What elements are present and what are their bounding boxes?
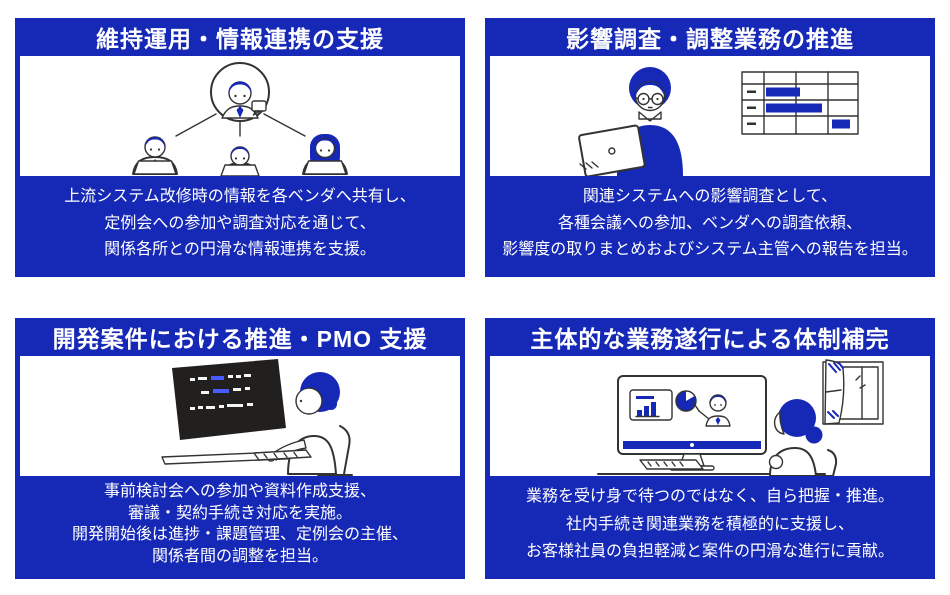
card-description: 上流システム改修時の情報を各ベンダへ共有し、 定例会への参加や調査対応を通じて、… [15,176,465,277]
illustration-panel [490,356,930,476]
description-line: 各種会議への参加、ベンダへの調査依頼、 [557,214,862,232]
card-description: 事前検討会への参加や資料作成支援、 審議・契約手続き対応を実施。 開発開始後は進… [15,476,465,579]
card-description: 関連システムへの影響調査として、 各種会議への参加、ベンダへの調査依頼、 影響度… [485,176,935,277]
team-video-call-illustration [132,62,348,176]
card-title: 維持運用・情報連携の支援 [96,26,384,52]
developer-at-code-screen-illustration [161,359,353,476]
card-maintenance-support: 維持運用・情報連携の支援 [15,18,465,277]
description-line: お客様社員の負担軽減と案件の円滑な進行に貢献。 [525,542,894,560]
description-line: 事前検討会への参加や資料作成支援、 [103,482,376,500]
card-title: 主体的な業務遂行による体制補完 [530,326,890,352]
card-description: 業務を受け身で待つのではなく、自ら把握・推進。 社内手続き関連業務を積極的に支援… [485,476,935,579]
description-line: 定例会への参加や調査対応を通じて、 [104,214,376,232]
illustration-panel [20,56,460,176]
card-title: 開発案件における推進・PMO 支援 [52,326,428,352]
description-line: 関係各所との円滑な情報連携を支援。 [104,241,376,259]
illustration-panel [490,56,930,176]
description-line: 影響度の取りまとめおよびシステム主管への報告を担当。 [502,241,918,259]
description-line: 審議・契約手続き対応を実施。 [127,504,352,522]
description-line: 上流システム改修時の情報を各ベンダへ共有し、 [64,187,416,205]
description-line: 関連システムへの影響調査として、 [582,187,838,205]
analyst-with-laptop-and-gantt-illustration [578,67,859,176]
illustration-panel [20,356,460,476]
card-impact-survey: 影響調査・調整業務の推進 [485,18,935,277]
description-line: 社内手続き関連業務を積極的に支援し、 [565,515,854,533]
description-line: 業務を受け身で待つのではなく、自ら把握・推進。 [525,488,894,506]
card-proactive-support: 主体的な業務遂行による体制補完 [485,318,935,579]
description-line: 開発開始後は進捗・課題管理、定例会の主催、 [71,526,408,544]
description-line: 関係者間の調整を担当。 [151,548,328,566]
card-title: 影響調査・調整業務の推進 [566,26,854,52]
remote-meeting-viewer-illustration [597,359,884,476]
card-pmo-support: 開発案件における推進・PMO 支援 [15,318,465,579]
